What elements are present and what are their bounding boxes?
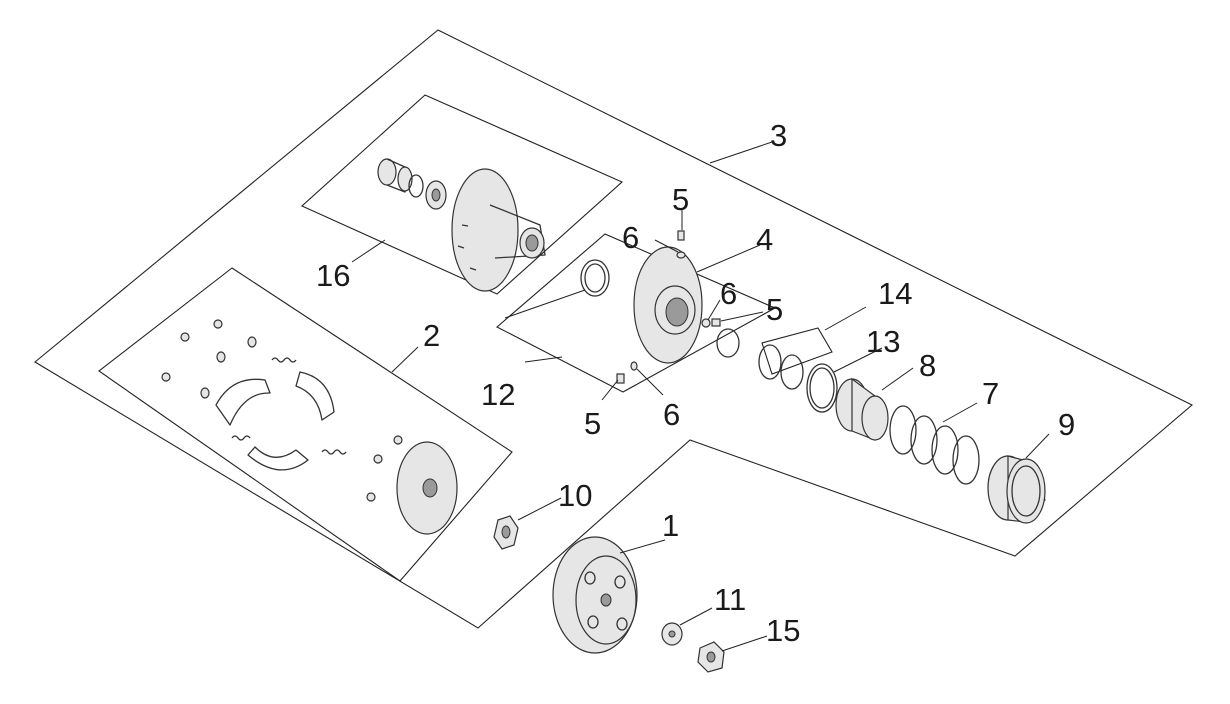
driven-pulley-group <box>377 158 546 292</box>
callout-9: 9 <box>1058 407 1075 442</box>
ring-13 <box>806 363 838 413</box>
callout-6-bottom: 6 <box>663 397 680 432</box>
clutch-spring-left <box>231 435 251 441</box>
clutch-shoe-right <box>295 371 335 421</box>
movable-face-group <box>580 230 740 384</box>
assembly-14-outline <box>761 327 833 375</box>
slider-right <box>701 318 711 328</box>
callout-8: 8 <box>919 348 936 383</box>
needle-bearing <box>377 158 397 186</box>
ring-14b <box>780 354 804 390</box>
callout-3: 3 <box>770 118 787 153</box>
callout-11: 11 <box>714 582 746 617</box>
callout-2: 2 <box>423 318 440 353</box>
right-parts-group <box>758 344 1046 524</box>
slider-top <box>676 251 686 259</box>
clutch-shoe-lower <box>247 446 309 471</box>
assembly-3-outline <box>34 29 1193 629</box>
ring-14a <box>758 344 782 380</box>
clutch-spring-right <box>321 449 347 455</box>
callout-1: 1 <box>662 508 679 543</box>
clutch-shoe-upper <box>215 378 271 426</box>
assembly-12-outline <box>496 233 777 393</box>
callout-14: 14 <box>878 276 912 311</box>
callout-5-right: 5 <box>766 292 783 327</box>
bottom-parts-group <box>493 515 725 673</box>
slider-bottom <box>630 361 638 371</box>
o-ring <box>716 328 740 358</box>
pin-right <box>711 318 721 327</box>
circlip <box>408 174 424 198</box>
spring <box>889 405 980 485</box>
callout-15: 15 <box>766 613 800 648</box>
callout-5-top: 5 <box>672 182 689 217</box>
callout-13: 13 <box>866 324 900 359</box>
seal-ring <box>580 259 610 297</box>
callout-7: 7 <box>982 376 999 411</box>
assembly-2-outline <box>98 267 513 582</box>
clutch-spring-upper <box>271 357 297 363</box>
washer <box>180 332 190 342</box>
pulley-disc <box>451 168 519 292</box>
pin-top <box>677 230 685 241</box>
callout-12: 12 <box>481 377 515 412</box>
callout-4: 4 <box>756 222 773 257</box>
callout-6-top: 6 <box>622 220 639 255</box>
assembly-16-outline <box>301 94 624 295</box>
callout-16: 16 <box>316 258 350 293</box>
clutch-assembly-group <box>161 319 458 535</box>
callout-5-bottom: 5 <box>584 406 601 441</box>
pin-bottom <box>616 373 625 384</box>
callout-10: 10 <box>558 478 592 513</box>
callout-6-right: 6 <box>720 276 737 311</box>
